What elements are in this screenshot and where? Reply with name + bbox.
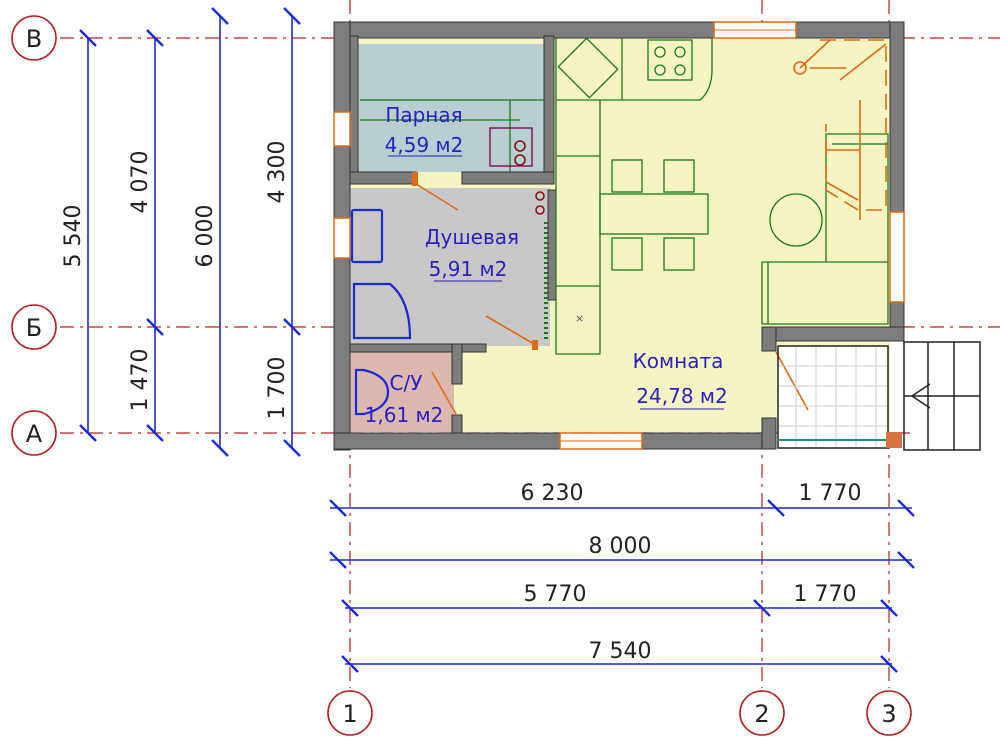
dim-1770-b: 1 770 <box>794 582 857 607</box>
dim-1700: 1 700 <box>265 357 290 420</box>
window-steam <box>333 111 351 147</box>
dim-1770-a: 1 770 <box>799 481 862 506</box>
washbasin <box>350 208 384 264</box>
axis-markers: В Б А 1 2 3 <box>11 15 912 736</box>
wall-steam-inner-left <box>349 35 359 177</box>
axis-marker-3: 3 <box>866 690 912 736</box>
porch <box>777 341 981 451</box>
porch-fill <box>778 346 888 448</box>
room-area-shower: 5,91 м2 <box>429 257 508 281</box>
axis-marker-a: А <box>11 410 57 456</box>
dim-6000: 6 000 <box>193 205 218 268</box>
round-table <box>769 193 823 247</box>
shower-tray <box>352 282 412 340</box>
room-name-main: Комната <box>633 349 724 373</box>
axis-marker-b: Б <box>11 304 57 350</box>
wall-porch-left-low <box>761 417 777 450</box>
wall-bottom-left <box>333 432 561 450</box>
wall-steam-right <box>543 35 555 177</box>
sofa <box>761 133 889 325</box>
furniture: × <box>555 37 889 355</box>
shower-fixtures <box>350 191 548 340</box>
dining-table <box>599 193 709 235</box>
wall-top-left <box>333 21 715 39</box>
window-shower <box>333 217 351 259</box>
axis-label-2: 2 <box>754 700 769 728</box>
wall-porch-left <box>761 326 777 352</box>
axis-label-b: Б <box>26 314 42 342</box>
wall-wc-right-low <box>451 414 463 434</box>
axis-label-a: А <box>26 420 43 448</box>
room-name-steam: Парная <box>385 103 462 127</box>
wall-shower-right <box>547 189 557 301</box>
axis-label-1: 1 <box>342 700 357 728</box>
wall-top-right <box>795 21 905 39</box>
sink <box>557 37 619 99</box>
wall-shower-bottom <box>349 343 487 353</box>
room-name-wc: С/У <box>390 371 423 395</box>
axis-marker-1: 1 <box>327 690 373 736</box>
dim-7540: 7 540 <box>589 639 652 664</box>
stove <box>647 39 693 81</box>
dim-1470: 1 470 <box>128 349 153 412</box>
staircase <box>793 39 887 220</box>
room-area-wc: 1,61 м2 <box>365 403 444 427</box>
vertical-dimensions: 5 540 4 070 1 470 6 000 4 300 1 700 <box>61 7 301 457</box>
dim-5770: 5 770 <box>524 582 587 607</box>
wall-steam-bottom-a <box>349 171 417 185</box>
steps <box>903 341 981 451</box>
axis-marker-2: 2 <box>739 690 785 736</box>
door-entrance <box>775 351 809 411</box>
window-right <box>889 211 905 303</box>
wall-bottom-mid <box>641 432 765 450</box>
sauna-stove <box>360 99 544 172</box>
door-steam <box>415 183 459 211</box>
room-area-main: 24,78 м2 <box>636 384 727 408</box>
walls <box>333 21 905 451</box>
dim-6230: 6 230 <box>521 481 584 506</box>
door-wc <box>431 371 457 415</box>
dim-8000: 8 000 <box>589 534 652 559</box>
dim-4070: 4 070 <box>128 151 153 214</box>
shower-fill <box>350 188 550 346</box>
steam-room-fill <box>358 44 544 172</box>
room-name-shower: Душевая <box>425 225 519 249</box>
wc-fill <box>350 352 454 432</box>
toilet <box>354 368 390 416</box>
dim-5540: 5 540 <box>61 205 86 268</box>
axis-label-v: В <box>26 25 42 53</box>
windows <box>333 21 905 450</box>
axis-label-3: 3 <box>881 700 896 728</box>
room-fills <box>350 28 890 448</box>
room-labels: Парная 4,59 м2 Душевая 5,91 м2 С/У 1,61 … <box>365 103 728 427</box>
horizontal-dimensions: 6 230 1 770 8 000 5 770 1 770 7 540 <box>329 481 915 673</box>
doors <box>412 172 809 415</box>
wall-wc-right <box>451 343 463 385</box>
svg-text:×: × <box>575 312 584 325</box>
room-area-steam: 4,59 м2 <box>385 133 464 157</box>
wall-porch-top <box>761 326 905 342</box>
wall-steam-bottom-b <box>461 171 555 185</box>
dim-4300: 4 300 <box>265 141 290 204</box>
axis-marker-v: В <box>11 15 57 61</box>
door-shower <box>485 315 535 345</box>
